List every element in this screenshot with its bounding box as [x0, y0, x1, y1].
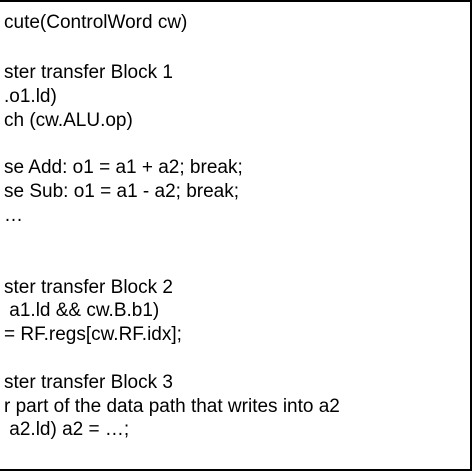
code-line-3: .o1.ld)	[4, 86, 57, 107]
code-line-4: ch (cw.ALU.op)	[4, 110, 133, 131]
code-line-5: se Add: o1 = a1 + a2; break;	[4, 157, 243, 178]
code-line-13: a2.ld) a2 = …;	[4, 419, 130, 440]
code-line-10: = RF.regs[cw.RF.idx];	[4, 324, 182, 345]
code-line-1: cute(ControlWord cw)	[4, 12, 188, 33]
code-line-8: ster transfer Block 2	[4, 277, 173, 298]
code-line-6: se Sub: o1 = a1 - a2; break;	[4, 181, 240, 202]
code-line-12: r part of the data path that writes into…	[4, 396, 340, 417]
code-line-2: ster transfer Block 1	[4, 62, 173, 83]
code-line-7: …	[4, 205, 23, 226]
code-line-9: a1.ld && cw.B.b1)	[4, 300, 160, 321]
code-line-11: ster transfer Block 3	[4, 372, 173, 393]
